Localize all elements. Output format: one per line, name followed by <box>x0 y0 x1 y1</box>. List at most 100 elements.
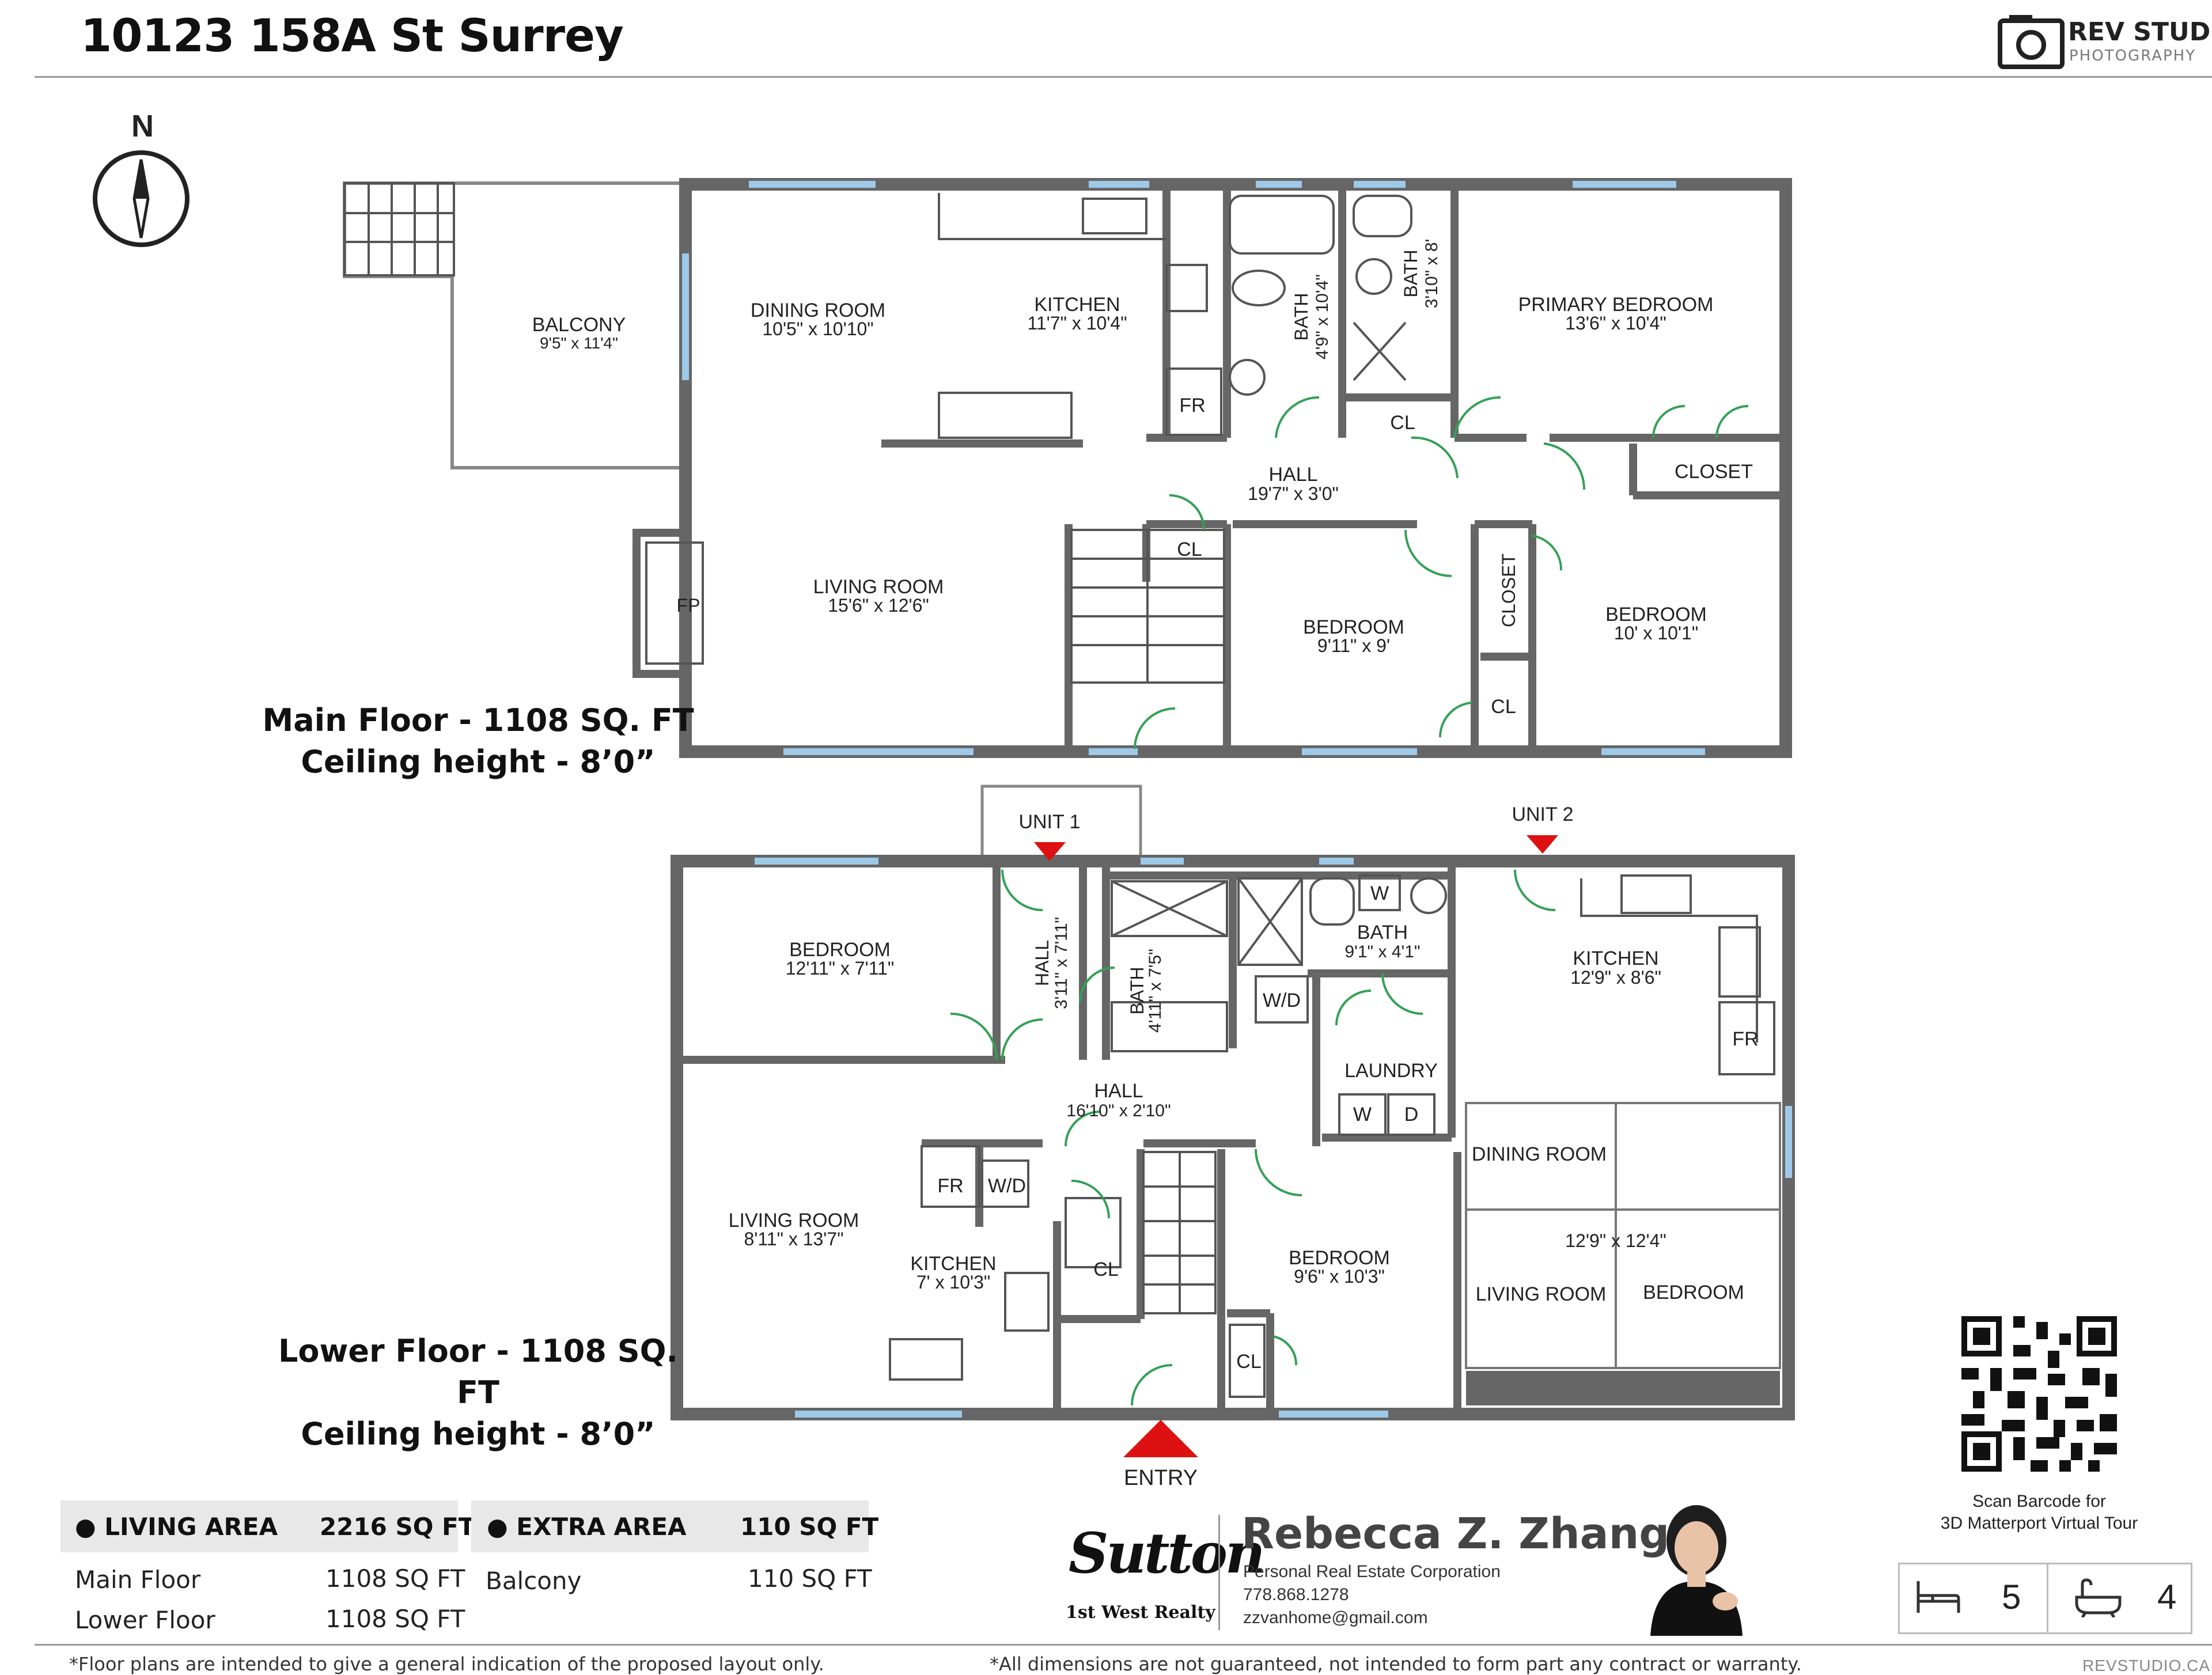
bath-label: BATH <box>1291 293 1312 341</box>
living-room-dims: 8'11" x 13'7" <box>744 1229 843 1249</box>
bedroom-label: BEDROOM <box>1643 1282 1744 1303</box>
balcony-label: BALCONY <box>532 314 626 336</box>
main-floor-windows <box>682 181 1705 755</box>
hall-label: HALL <box>1032 940 1052 986</box>
bath-label: BATH <box>1400 250 1421 298</box>
bedroom-dims: 9'6" x 10'3" <box>1294 1266 1385 1287</box>
area-row-name: Lower Floor <box>75 1606 215 1634</box>
area-row-name: Balcony <box>486 1567 582 1595</box>
bedroom-label: BEDROOM <box>1303 616 1404 638</box>
bedroom-dims: 12'11" x 7'11" <box>786 958 895 979</box>
kitchen-dims: 12'9" x 8'6" <box>1570 967 1661 988</box>
bedroom-label: BEDROOM <box>1289 1247 1390 1269</box>
lower-floor-area: Lower Floor - 1108 SQ. FT <box>278 1333 679 1411</box>
dining-room-label: DINING ROOM <box>751 300 885 321</box>
dryer-label: D <box>1404 1104 1419 1125</box>
extra-area-total: 110 SQ FT <box>740 1513 879 1541</box>
bath-label: BATH <box>1357 922 1408 943</box>
lower-floor-doors <box>950 869 1556 1406</box>
living-area-header <box>60 1500 458 1552</box>
lower-floor-label: Lower Floor - 1108 SQ. FT Ceiling height… <box>253 1331 703 1455</box>
bedroom-dims: 10' x 10'1" <box>1614 623 1698 643</box>
lower-floor-room-labels: UNIT 1 UNIT 2 ENTRY BEDROOM 12'11" x 7'1… <box>729 804 1759 1490</box>
main-floor-plan <box>343 178 1792 758</box>
main-floor-ceiling-height: Ceiling height - 8’0” <box>301 744 656 780</box>
bath-fixtures <box>1229 195 1412 396</box>
agent-title: Personal Real Estate Corporation <box>1243 1562 1501 1581</box>
footer-divider <box>35 1644 2212 1646</box>
interior-stairs <box>1070 529 1225 684</box>
bathroom-count: 4 <box>2157 1578 2177 1616</box>
closet-label: CL <box>1177 539 1202 560</box>
main-floor-room-labels: BALCONY 9'5" x 11'4" DINING ROOM 10'5" x… <box>532 239 1753 718</box>
hall-dims: 19'7" x 3'0" <box>1248 483 1339 504</box>
brand-subtitle: PHOTOGRAPHY <box>2069 47 2196 65</box>
agent-name: Rebecca Z. Zhang <box>1241 1509 1670 1559</box>
agent-email: zzvanhome@gmail.com <box>1243 1608 1428 1627</box>
bedroom-label: BEDROOM <box>1605 604 1707 626</box>
kitchen-label: KITCHEN <box>1573 948 1658 969</box>
fireplace-label: FP <box>677 595 700 616</box>
agent-divider <box>1218 1515 1220 1630</box>
living-room-label: LIVING ROOM <box>813 576 944 598</box>
closet-label: CL <box>1093 1259 1118 1280</box>
page-title: 10123 158A St Surrey <box>81 10 624 62</box>
balcony-dims: 9'5" x 11'4" <box>540 334 618 352</box>
qr-caption-line2: 3D Matterport Virtual Tour <box>1940 1514 2138 1533</box>
disclaimer-dimensions: *All dimensions are not guaranteed, not … <box>990 1653 1802 1675</box>
bathtub-icon <box>2075 1578 2122 1617</box>
dining-room-label: DINING ROOM <box>1472 1143 1607 1165</box>
bath-dims: 4'9" x 10'4" <box>1313 274 1332 359</box>
lower-floor-step <box>1466 1371 1780 1405</box>
unit2-room-outlines <box>1465 1102 1781 1369</box>
compass-north-label: N <box>131 109 154 143</box>
brokerage-logo: Sutton <box>1069 1521 1266 1586</box>
bedroom-dims: 9'11" x 9' <box>1317 635 1390 656</box>
primary-bedroom-dims: 13'6" x 10'4" <box>1565 313 1666 334</box>
bath-label: BATH <box>1127 967 1147 1015</box>
brokerage-name: 1st West Realty <box>1066 1602 1215 1623</box>
hall-label: HALL <box>1268 464 1317 486</box>
main-floor-area: Main Floor - 1108 SQ. FT <box>262 702 694 738</box>
lower-floor-fixtures <box>889 874 1775 1398</box>
combined-room-dims: 12'9" x 12'4" <box>1565 1230 1666 1251</box>
area-row-value: 1108 SQ FT <box>325 1564 465 1593</box>
bath-dims: 3'10" x 8' <box>1422 239 1441 309</box>
lower-interior-stairs <box>1142 1151 1217 1314</box>
lower-floor-interior-walls <box>683 867 1461 1408</box>
brand-logo <box>1998 14 2199 71</box>
fridge-label: FR <box>937 1175 963 1197</box>
area-row-name: Main Floor <box>75 1566 201 1594</box>
washer-dryer-label: W/D <box>1263 990 1301 1011</box>
entry-label: ENTRY <box>1124 1466 1198 1490</box>
main-floor-exterior-walls <box>679 178 1792 758</box>
kitchen-label: KITCHEN <box>1034 294 1120 316</box>
camera-icon <box>1998 15 2065 69</box>
extra-area-header <box>471 1500 869 1552</box>
agent-photo <box>1650 1505 1743 1636</box>
brand-name: REV STUDIO <box>2068 17 2212 47</box>
stats-divider <box>2047 1564 2048 1632</box>
hall-label: HALL <box>1094 1080 1143 1102</box>
unit1-label: UNIT 1 <box>1018 811 1080 833</box>
fridge-label: FR <box>1732 1028 1758 1050</box>
lower-floor-windows <box>755 858 1792 1418</box>
kitchen-label: KITCHEN <box>910 1253 996 1275</box>
kitchen-dims: 7' x 10'3" <box>916 1272 991 1293</box>
area-row-value: 110 SQ FT <box>748 1564 872 1593</box>
qr-code[interactable] <box>1961 1316 2117 1472</box>
qr-caption-line1: Scan Barcode for <box>1972 1492 2106 1511</box>
exterior-stairs <box>343 182 455 276</box>
living-area-total: 2216 SQ FT <box>320 1513 475 1541</box>
closet-label: CLOSET <box>1675 461 1753 483</box>
site-url[interactable]: REVSTUDIO.CA <box>2082 1657 2211 1674</box>
washer-label: W <box>1353 1104 1372 1125</box>
hall-dims: 3'11" x 7'11" <box>1052 917 1071 1009</box>
fridge-label: FR <box>1179 395 1205 416</box>
main-floor-interior-walls <box>881 190 1780 749</box>
laundry-label: LAUNDRY <box>1344 1060 1438 1082</box>
extra-area-label: ● EXTRA AREA <box>487 1513 687 1541</box>
property-stats <box>1898 1563 2192 1634</box>
bedroom-label: BEDROOM <box>789 939 891 961</box>
